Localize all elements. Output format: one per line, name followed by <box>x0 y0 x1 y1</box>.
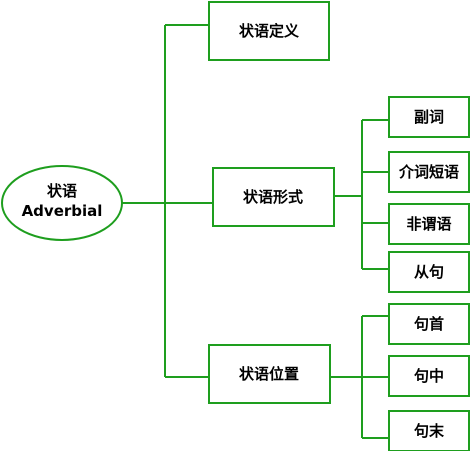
branch-position-box <box>208 344 331 404</box>
form-child-1-label: 副词 <box>414 108 444 126</box>
form-child-1: 副词 <box>388 96 470 138</box>
branch-form-node: 状语形式 <box>212 167 335 227</box>
branch-form-label: 状语形式 <box>243 188 303 206</box>
branch-position-label: 状语位置 <box>239 365 299 383</box>
branch-form-box <box>212 167 335 227</box>
form-child-3-box <box>388 203 470 245</box>
form-child-2-label: 介词短语 <box>398 163 459 181</box>
root-ellipse <box>1 165 123 241</box>
branch-position-node: 状语位置 <box>208 344 331 404</box>
form-child-4: 从句 <box>388 251 470 293</box>
position-child-3-box <box>388 410 470 451</box>
form-child-4-label: 从句 <box>414 263 444 281</box>
form-child-3-label: 非谓语 <box>406 215 451 233</box>
position-child-2-box <box>388 355 470 397</box>
position-child-2-label: 句中 <box>414 367 444 385</box>
branch-definition-node: 状语定义 <box>208 1 330 61</box>
branch-definition-box <box>208 1 330 61</box>
position-child-1-box <box>388 303 470 345</box>
form-child-1-box <box>388 96 470 138</box>
connector-lines <box>122 24 389 439</box>
branch-definition-label: 状语定义 <box>239 22 299 40</box>
root-node: 状语 Adverbial <box>1 165 123 241</box>
form-child-2-box <box>388 151 470 193</box>
position-child-3: 句末 <box>388 410 470 451</box>
position-child-3-label: 句末 <box>414 422 445 440</box>
form-child-2: 介词短语 <box>388 151 470 193</box>
form-child-4-box <box>388 251 470 293</box>
position-child-1-label: 句首 <box>414 315 444 333</box>
root-label-line1: 状语 <box>47 182 77 200</box>
position-child-1: 句首 <box>388 303 470 345</box>
root-label-line2: Adverbial <box>22 202 103 220</box>
form-child-3: 非谓语 <box>388 203 470 245</box>
position-child-2: 句中 <box>388 355 470 397</box>
